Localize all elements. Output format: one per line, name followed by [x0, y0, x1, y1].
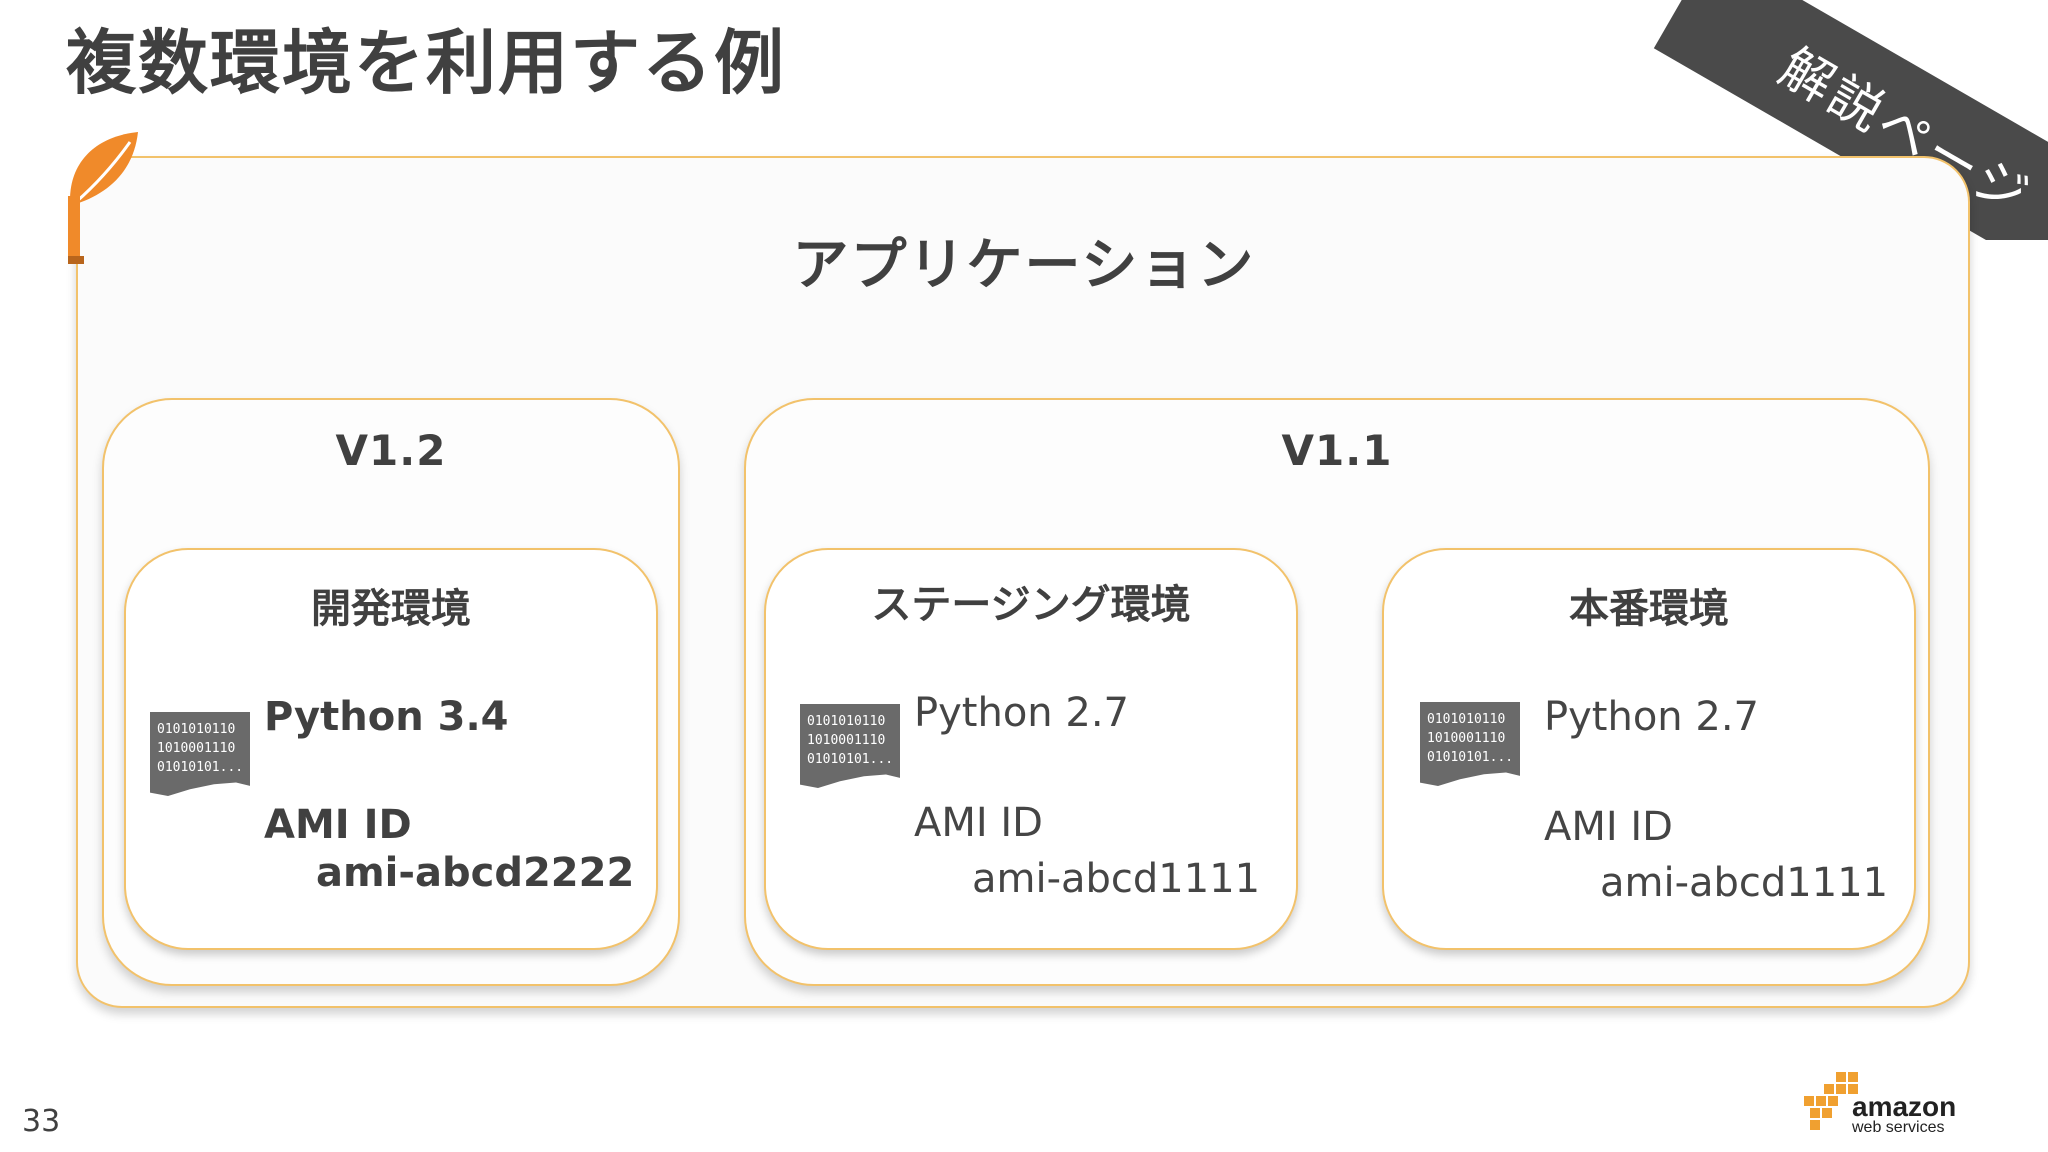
version-label: V1.2 — [335, 426, 447, 475]
ami-binary-icon: 0101010110 1010001110 01010101... — [800, 704, 900, 788]
environment-label: 開発環境 — [311, 586, 471, 632]
ami-binary-icon: 0101010110 1010001110 01010101... — [150, 712, 250, 796]
application-label: アプリケーション — [792, 233, 1256, 298]
ami-id-value: ami-abcd1111 — [1600, 860, 1889, 906]
environment-label: 本番環境 — [1569, 586, 1729, 632]
python-version: Python 2.7 — [1544, 694, 1759, 740]
aws-cube-icon — [1804, 1072, 1858, 1130]
version-label: V1.1 — [1281, 426, 1393, 475]
ami-id-label: AMI ID — [1544, 804, 1673, 850]
ami-id-label: AMI ID — [914, 800, 1043, 846]
aws-logo: amazon web services — [1804, 1072, 1956, 1136]
ami-id-label: AMI ID — [264, 802, 412, 848]
python-version: Python 3.4 — [264, 694, 509, 740]
elastic-beanstalk-leaf-icon — [68, 132, 138, 264]
python-version: Python 2.7 — [914, 690, 1129, 736]
ami-id-value: ami-abcd2222 — [316, 850, 635, 896]
slide-title: 複数環境を利用する例 — [66, 22, 786, 104]
aws-logo-main: amazon — [1852, 1091, 1956, 1122]
environment-label: ステージング環境 — [871, 582, 1191, 628]
aws-logo-sub: web services — [1851, 1119, 1944, 1136]
ami-id-value: ami-abcd1111 — [972, 856, 1261, 902]
page-number: 33 — [22, 1104, 61, 1139]
ami-binary-icon: 0101010110 1010001110 01010101... — [1420, 702, 1520, 786]
